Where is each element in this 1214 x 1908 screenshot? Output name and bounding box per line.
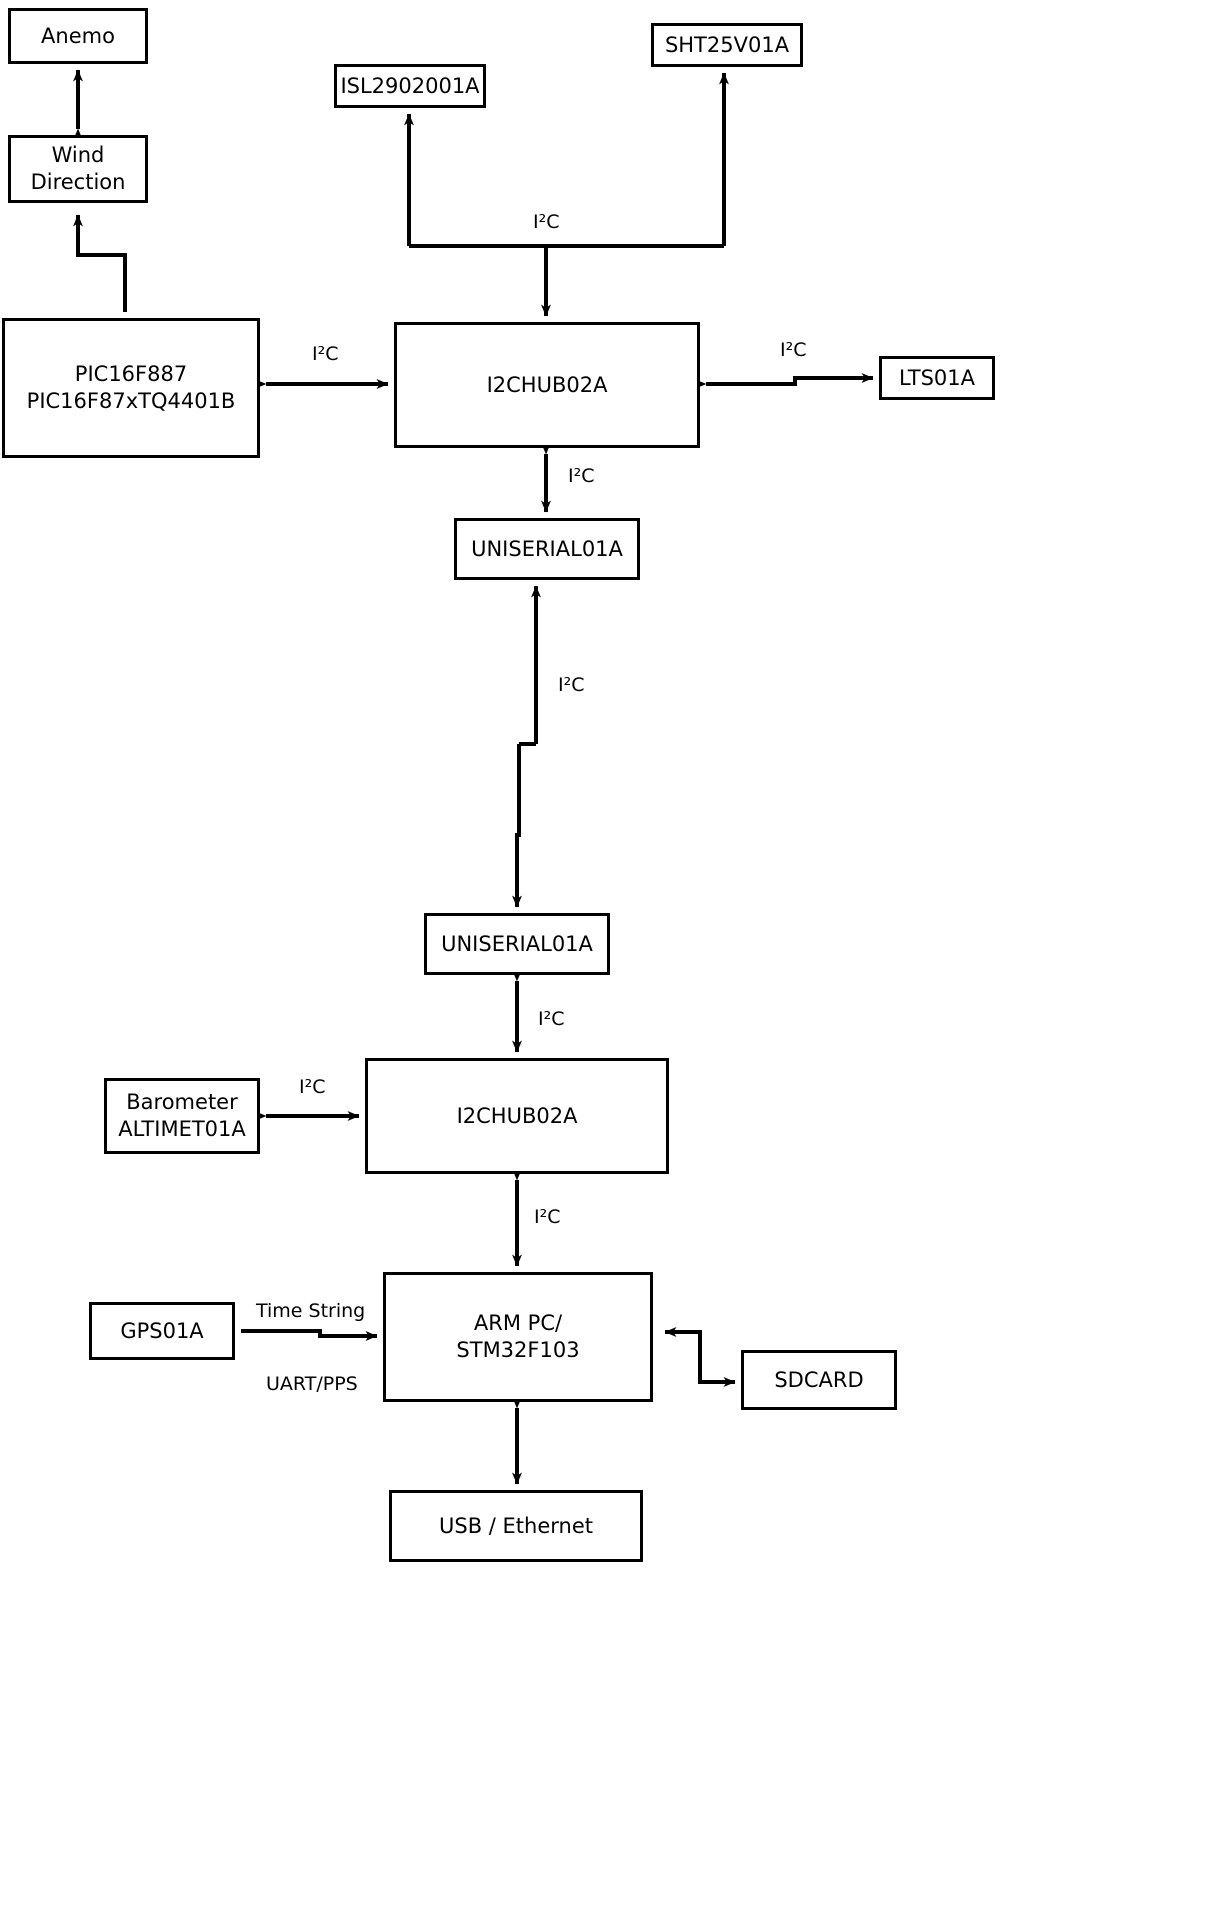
node-anemo-label: Anemo xyxy=(41,23,115,48)
node-i2chub02a-top[interactable]: I2CHUB02A xyxy=(394,322,700,448)
edge-label-i2c-hub-lts: I²C xyxy=(780,339,807,361)
node-pic-microcontroller[interactable]: PIC16F887 PIC16F87xTQ4401B xyxy=(2,318,260,458)
node-isl2902001a-label: ISL2902001A xyxy=(340,73,480,98)
edge-label-i2c-pic-hub: I²C xyxy=(312,343,339,365)
node-gps01a-label: GPS01A xyxy=(120,1318,204,1343)
edge-label-i2c-bus-top: I²C xyxy=(533,211,560,233)
edge-gps-arm xyxy=(241,1329,378,1341)
node-arm-pc[interactable]: ARM PC/ STM32F103 xyxy=(383,1272,653,1402)
node-uniserial01a-lower-label: UNISERIAL01A xyxy=(441,931,593,956)
node-gps01a[interactable]: GPS01A xyxy=(89,1302,235,1360)
node-sht25v01a-label: SHT25V01A xyxy=(664,32,790,57)
node-i2chub02a-top-label: I2CHUB02A xyxy=(486,372,608,397)
edge-label-uart-pps: UART/PPS xyxy=(266,1373,358,1395)
node-sdcard-label: SDCARD xyxy=(774,1367,864,1392)
node-i2chub02a-bottom[interactable]: I2CHUB02A xyxy=(365,1058,669,1174)
edge-label-i2c-uniserial-link: I²C xyxy=(558,674,585,696)
edge-label-i2c-hub-arm: I²C xyxy=(534,1206,561,1228)
node-barometer-altimet01a[interactable]: Barometer ALTIMET01A xyxy=(104,1078,260,1154)
node-barometer-altimet01a-label: Barometer ALTIMET01A xyxy=(118,1090,246,1141)
node-usb-ethernet[interactable]: USB / Ethernet xyxy=(389,1490,643,1562)
node-sht25v01a[interactable]: SHT25V01A xyxy=(651,23,803,67)
edge-hub-lts xyxy=(694,373,874,389)
node-lts01a[interactable]: LTS01A xyxy=(879,356,995,400)
edge-label-i2c-barometer-hub: I²C xyxy=(299,1076,326,1098)
node-uniserial01a-lower[interactable]: UNISERIAL01A xyxy=(424,913,610,975)
node-wind-direction[interactable]: Wind Direction xyxy=(8,135,148,203)
node-isl2902001a[interactable]: ISL2902001A xyxy=(334,64,486,108)
edge-arm-sdcard-out xyxy=(698,1332,736,1387)
node-lts01a-label: LTS01A xyxy=(898,365,976,390)
edge-uniserial-b-down xyxy=(512,744,522,908)
node-anemo[interactable]: Anemo xyxy=(8,8,148,64)
node-usb-ethernet-label: USB / Ethernet xyxy=(439,1513,593,1538)
node-uniserial01a-upper[interactable]: UNISERIAL01A xyxy=(454,518,640,580)
node-arm-pc-label: ARM PC/ STM32F103 xyxy=(456,1311,580,1362)
node-i2chub02a-bottom-label: I2CHUB02A xyxy=(456,1103,578,1128)
node-uniserial01a-upper-label: UNISERIAL01A xyxy=(471,536,623,561)
node-wind-direction-label: Wind Direction xyxy=(30,143,126,194)
node-sdcard[interactable]: SDCARD xyxy=(741,1350,897,1410)
edge-arm-sdcard-in xyxy=(664,1327,702,1382)
edge-pic-winddir xyxy=(73,214,127,312)
edge-label-time-string: Time String xyxy=(256,1300,366,1322)
edge-label-i2c-hub-uniserial-upper: I²C xyxy=(568,465,595,487)
node-pic-microcontroller-label: PIC16F887 PIC16F87xTQ4401B xyxy=(26,362,236,413)
edge-label-i2c-uniserial-lower-hub: I²C xyxy=(538,1008,565,1030)
